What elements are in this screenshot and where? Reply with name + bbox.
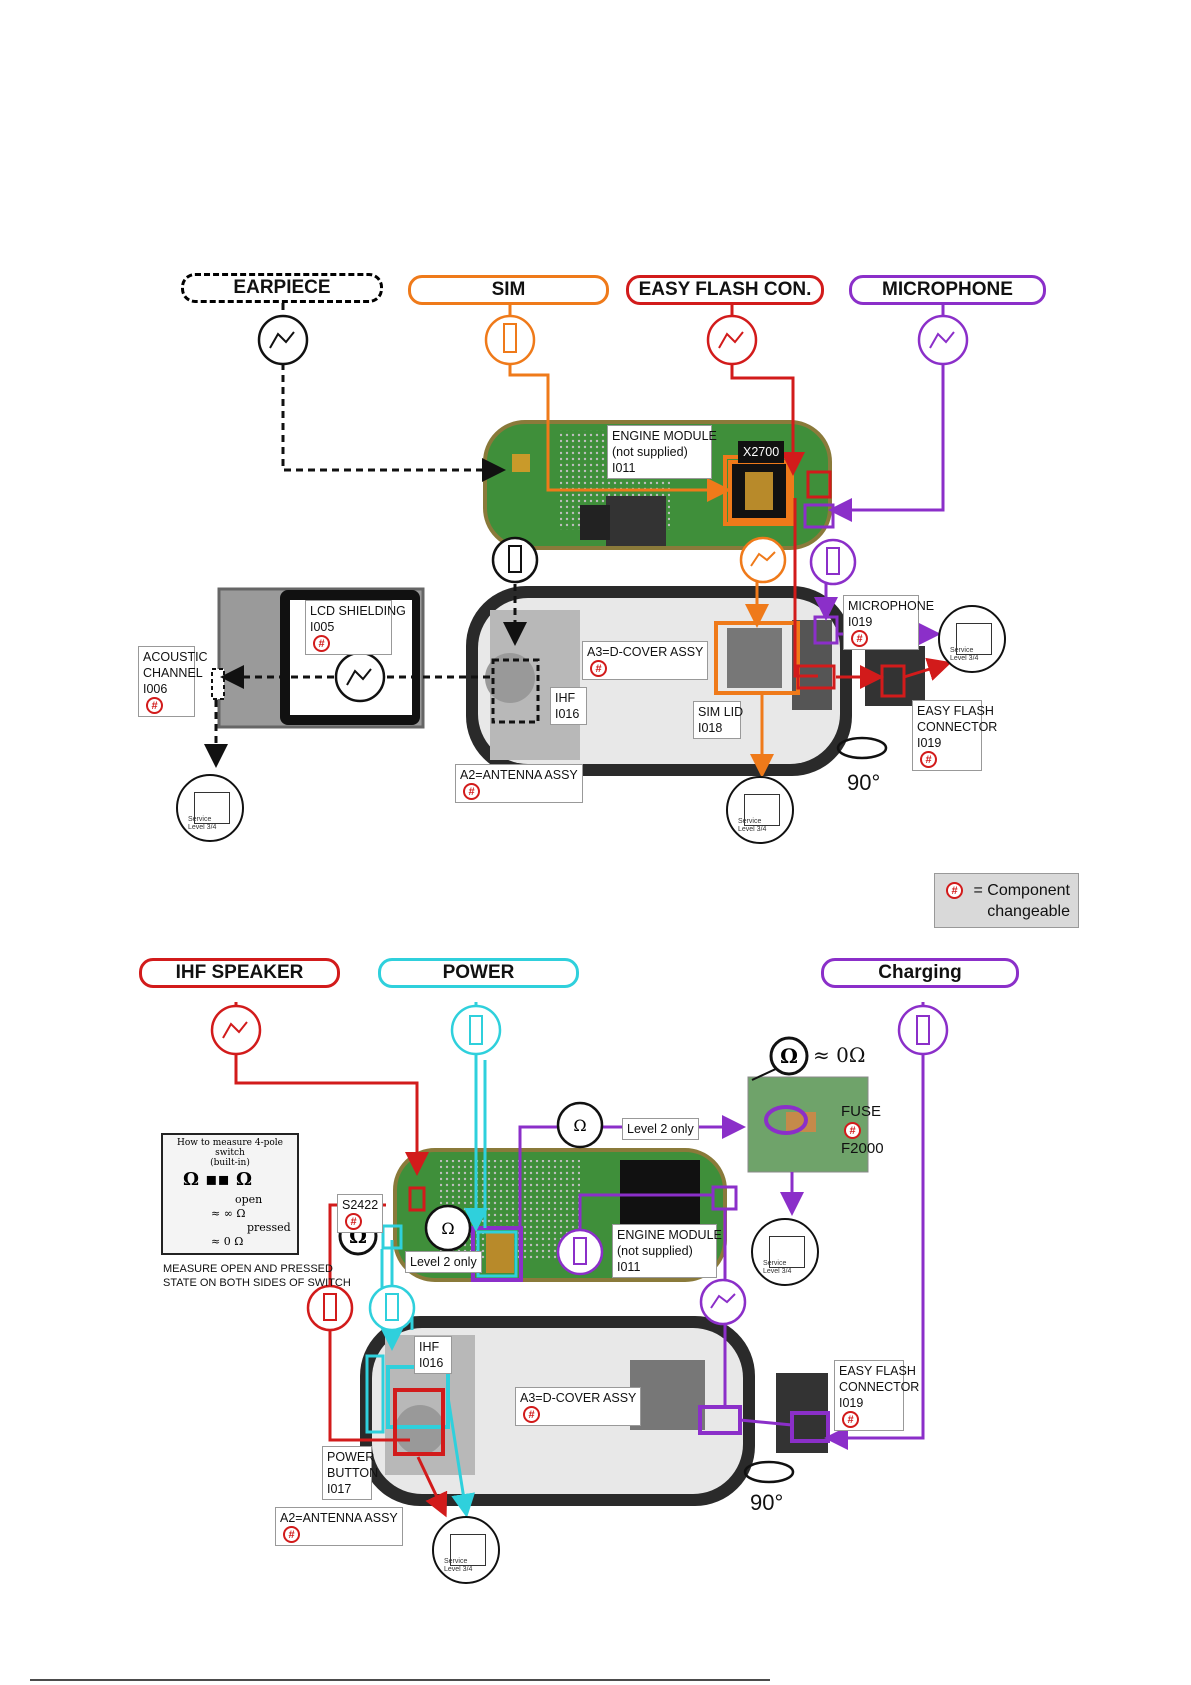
label-lcd-shielding: LCD SHIELDING I005# <box>305 600 406 655</box>
ihf-highlight <box>491 658 540 724</box>
label-a2-antenna-1: A2=ANTENNA ASSY# <box>455 764 583 803</box>
label-ihf-1: IHF I016 <box>550 687 587 725</box>
tool-circle-ihf <box>210 1004 262 1056</box>
ohm-meter-icon-level2-a: Ω <box>556 1101 604 1149</box>
label-engine-module-2: ENGINE MODULE (not supplied) I011 <box>612 1224 722 1278</box>
charge-part-line <box>739 1418 793 1427</box>
label-s2422: S2422# <box>337 1194 384 1233</box>
changeable-icon: # <box>842 1411 859 1428</box>
label-a2-antenna-2: A2=ANTENNA ASSY# <box>275 1507 403 1546</box>
changeable-icon: # <box>946 882 963 899</box>
switch-ohm-icons: Ω ▪▪ Ω <box>183 1169 252 1190</box>
charging-line <box>824 1002 925 1450</box>
header-earpiece: EARPIECE <box>181 273 383 303</box>
label-acoustic-channel: ACOUSTIC CHANNEL I006# <box>138 646 208 717</box>
ihf-speaker-highlight <box>393 1388 445 1456</box>
tool-circle-esd-mid <box>556 1228 604 1276</box>
label-power-button: POWER BUTTON I017 <box>322 1446 378 1500</box>
label-ihf-2: IHF I016 <box>414 1336 452 1374</box>
changeable-icon: # <box>463 783 480 800</box>
label-engine-module-1: ENGINE MODULE (not supplied) I011 <box>607 425 717 479</box>
tool-circle-power <box>450 1004 502 1056</box>
tool-circle-sim <box>484 314 536 366</box>
howto-open-label: open <box>235 1193 263 1206</box>
changeable-icon: # <box>590 660 607 677</box>
howto-4pole-switch-panel: How to measure 4-pole switch(built-in) Ω… <box>161 1133 299 1255</box>
changeable-icon: # <box>523 1406 540 1423</box>
header-easy-flash: EASY FLASH CON. <box>626 275 824 305</box>
label-level2-only-b: Level 2 only <box>405 1251 482 1273</box>
header-sim: SIM <box>408 275 609 305</box>
svg-text:Ω: Ω <box>780 1044 798 1068</box>
ihf-service-line <box>416 1456 448 1518</box>
tool-circle-mic <box>917 314 969 366</box>
tool-circle-flash <box>706 314 758 366</box>
rotate-icon-1 <box>836 736 888 760</box>
label-microphone-part: MICROPHONE I019# <box>843 595 934 650</box>
rotation-label-1: 90° <box>847 770 881 795</box>
label-a3-dcover-2: A3=D-COVER ASSY# <box>515 1387 642 1426</box>
howto-pressed-label: pressed <box>247 1221 291 1234</box>
ohm-icon-fuse: Ω <box>769 1036 809 1076</box>
flash-drop-line <box>793 498 818 678</box>
changeable-icon: # <box>283 1526 300 1543</box>
power-side-highlight <box>365 1354 385 1434</box>
fuse-highlight <box>764 1105 808 1135</box>
howto-pressed-value: ≈ 0 Ω <box>211 1235 244 1248</box>
rotation-label-2: 90° <box>750 1490 784 1515</box>
power-service-line <box>446 1396 476 1518</box>
changeable-icon: # <box>851 630 868 647</box>
howto-open-value: ≈ ∞ Ω <box>211 1207 246 1220</box>
tool-circle-esd-1 <box>491 536 539 584</box>
svg-text:Ω: Ω <box>573 1116 586 1135</box>
label-sim-lid: SIM LID I018 <box>693 701 743 739</box>
label-fuse: FUSE# F2000 <box>841 1103 884 1157</box>
tool-circle-esd-cyan <box>368 1284 416 1332</box>
label-level2-only-a: Level 2 only <box>622 1118 699 1140</box>
acoustic-highlight <box>211 668 225 700</box>
changeable-icon: # <box>920 751 937 768</box>
earpiece-connector-line <box>281 303 506 482</box>
charge-pad-line <box>578 1193 713 1240</box>
changeable-icon: # <box>844 1122 861 1139</box>
label-x2700: X2700 <box>738 441 785 463</box>
changeable-icon: # <box>146 697 163 714</box>
label-easy-flash-connector-2: EASY FLASH CONNECTOR I019# <box>834 1360 919 1431</box>
label-easy-flash-connector-1: EASY FLASH CONNECTOR I019# <box>912 700 997 771</box>
svg-text:Ω: Ω <box>441 1219 454 1238</box>
tool-circle-charging <box>897 1004 949 1056</box>
label-a3-dcover-1: A3=D-COVER ASSY# <box>582 641 709 680</box>
mic-connector-line <box>828 303 945 522</box>
flash-service-line <box>903 657 952 681</box>
changeable-icon: # <box>313 635 330 652</box>
tool-circle-charge-2 <box>699 1278 747 1326</box>
tool-circle-esd-red <box>306 1284 354 1332</box>
tool-circle-earpiece <box>257 314 309 366</box>
flash-pads-highlight <box>806 470 832 499</box>
header-power: POWER <box>378 958 579 988</box>
ohm-meter-icon-level2-b: Ω <box>424 1204 472 1252</box>
changeable-icon: # <box>345 1213 362 1230</box>
header-charging: Charging <box>821 958 1019 988</box>
label-approx-zero-ohm: ≈ 0Ω <box>813 1043 866 1067</box>
header-microphone: MICROPHONE <box>849 275 1046 305</box>
tool-circle-mic-2 <box>809 538 857 586</box>
tool-circle-sim-2 <box>739 536 787 584</box>
rotate-icon-2 <box>743 1460 795 1484</box>
s2422-highlight <box>408 1186 426 1212</box>
header-ihf-speaker: IHF SPEAKER <box>139 958 340 988</box>
tool-circle-lcd <box>334 651 386 703</box>
